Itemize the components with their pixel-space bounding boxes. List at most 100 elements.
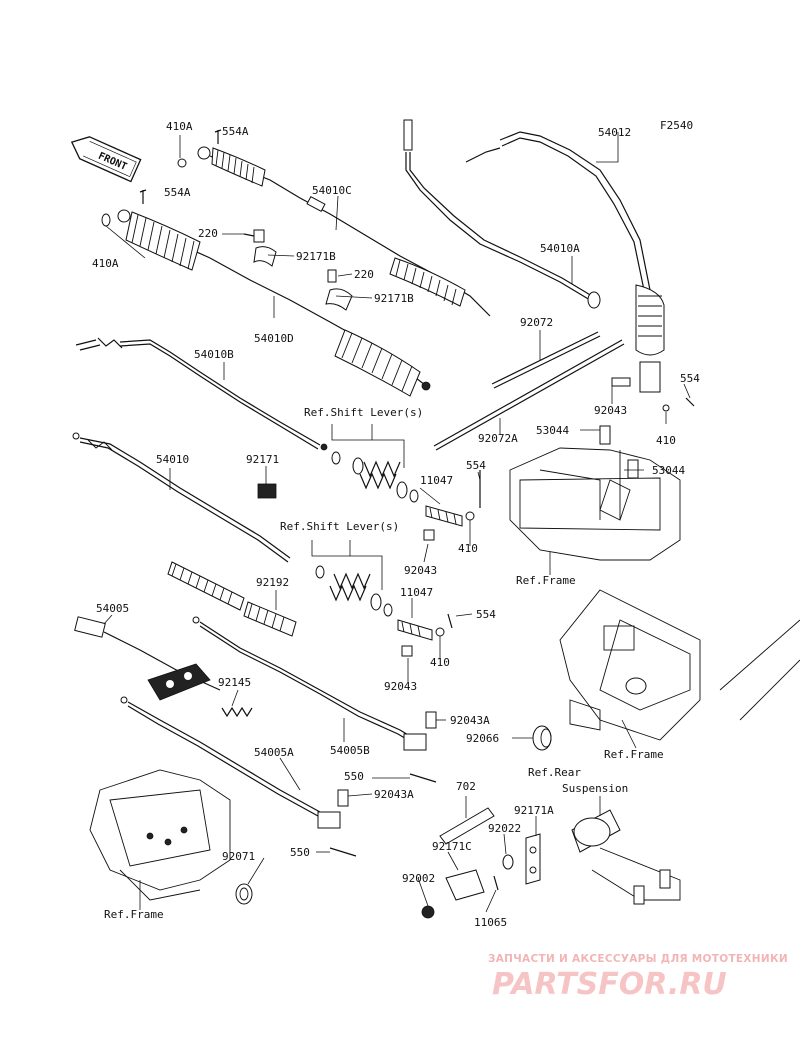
label-92072: 92072 bbox=[520, 316, 553, 329]
label-410A-2: 410A bbox=[92, 257, 119, 270]
label-11065: 11065 bbox=[474, 916, 507, 929]
pin-554A-top bbox=[214, 129, 222, 144]
label-54010: 54010 bbox=[156, 453, 189, 466]
bolt-92043A-upper bbox=[425, 711, 437, 729]
ref-rear-suspension-line1: Ref.Rear bbox=[528, 766, 581, 779]
leader-lines bbox=[103, 132, 691, 913]
label-54010A: 54010A bbox=[540, 242, 580, 255]
label-410-1: 410 bbox=[656, 434, 676, 447]
bolt-92043A-lower bbox=[337, 789, 349, 807]
label-92071: 92071 bbox=[222, 850, 255, 863]
cable-54010C bbox=[197, 146, 491, 317]
label-92171B-1: 92171B bbox=[296, 250, 336, 263]
bolt-220-top bbox=[243, 229, 265, 243]
frame-upper-right bbox=[509, 425, 681, 561]
bracket-54005 bbox=[147, 663, 211, 701]
rod-92072A bbox=[433, 339, 625, 451]
washer-92022 bbox=[502, 854, 514, 870]
pin-550-upper bbox=[409, 773, 437, 783]
label-554A-1: 554A bbox=[222, 125, 249, 138]
cable-54010B bbox=[75, 337, 328, 451]
label-53044-2: 53044 bbox=[652, 464, 685, 477]
label-410A-1: 410A bbox=[166, 120, 193, 133]
label-92171B-2: 92171B bbox=[374, 292, 414, 305]
label-54005A: 54005A bbox=[254, 746, 294, 759]
label-11047-1: 11047 bbox=[420, 474, 453, 487]
washer-410A-left bbox=[101, 213, 111, 227]
ref-frame-1: Ref.Frame bbox=[516, 574, 576, 587]
bolt-92043-lower bbox=[401, 645, 413, 657]
label-92145: 92145 bbox=[218, 676, 251, 689]
pin-550-lower bbox=[329, 847, 357, 857]
label-92171A: 92171A bbox=[514, 804, 554, 817]
label-54012: 54012 bbox=[598, 126, 631, 139]
ref-shift-lever-1: Ref.Shift Lever(s) bbox=[304, 406, 423, 419]
label-554A-2: 554A bbox=[164, 186, 191, 199]
label-53044-1: 53044 bbox=[536, 424, 569, 437]
clamp-92171B-mid bbox=[325, 288, 353, 311]
bolt-92043-upper bbox=[423, 529, 435, 541]
ref-rear-suspension-line2: Suspension bbox=[562, 782, 628, 795]
label-92066: 92066 bbox=[466, 732, 499, 745]
cap-92066 bbox=[532, 725, 552, 751]
label-54005: 54005 bbox=[96, 602, 129, 615]
bracket-92171A bbox=[525, 833, 541, 885]
rear-suspension-arm bbox=[571, 809, 681, 905]
label-550-1: 550 bbox=[344, 770, 364, 783]
label-54010C: 54010C bbox=[312, 184, 352, 197]
pin-554A-mid bbox=[139, 189, 147, 204]
frame-lower-left bbox=[89, 769, 231, 901]
cable-54005B bbox=[192, 616, 427, 751]
springs-upper bbox=[331, 451, 419, 503]
label-92002: 92002 bbox=[402, 872, 435, 885]
ref-frame-2: Ref.Frame bbox=[604, 748, 664, 761]
label-92192: 92192 bbox=[256, 576, 289, 589]
label-702: 702 bbox=[456, 780, 476, 793]
label-220-2: 220 bbox=[354, 268, 374, 281]
ref-shift-lever-2: Ref.Shift Lever(s) bbox=[280, 520, 399, 533]
label-554-1: 554 bbox=[680, 372, 700, 385]
watermark-logo: PARTSFOR.RU bbox=[492, 967, 727, 1002]
front-arrow-icon: FRONT bbox=[70, 136, 142, 183]
bracket-92171C bbox=[445, 869, 485, 901]
label-92043A-1: 92043A bbox=[450, 714, 490, 727]
clip-92171 bbox=[257, 483, 277, 499]
label-554-2: 554 bbox=[466, 459, 486, 472]
label-11047-2: 11047 bbox=[400, 586, 433, 599]
cable-54010D bbox=[117, 209, 431, 397]
pin-554-lower bbox=[447, 613, 453, 629]
cable-54005A bbox=[120, 696, 341, 829]
clamp-92171B-top bbox=[253, 246, 277, 267]
label-554-3: 554 bbox=[476, 608, 496, 621]
label-92022: 92022 bbox=[488, 822, 521, 835]
pin-11065 bbox=[493, 875, 499, 891]
ref-frame-3: Ref.Frame bbox=[104, 908, 164, 921]
bracket-11047-lower bbox=[397, 619, 433, 641]
cable-54010 bbox=[72, 432, 291, 563]
label-92043-3: 92043 bbox=[384, 680, 417, 693]
label-92171: 92171 bbox=[246, 453, 279, 466]
rod-92072 bbox=[491, 331, 601, 389]
label-410-3: 410 bbox=[430, 656, 450, 669]
label-220-1: 220 bbox=[198, 227, 218, 240]
label-92043-1: 92043 bbox=[594, 404, 627, 417]
diagram-code: F2540 bbox=[660, 119, 693, 132]
label-92043-2: 92043 bbox=[404, 564, 437, 577]
label-54005B: 54005B bbox=[330, 744, 370, 757]
spring-92145 bbox=[221, 706, 253, 718]
label-92171C: 92171C bbox=[432, 840, 472, 853]
sleeve-702 bbox=[439, 807, 495, 845]
bolt-220-mid bbox=[327, 269, 337, 283]
label-54010D: 54010D bbox=[254, 332, 294, 345]
grommet-92071 bbox=[235, 883, 253, 905]
cable-54010A bbox=[403, 119, 601, 309]
boot-92192 bbox=[167, 561, 297, 637]
washer-410-lower bbox=[435, 627, 445, 637]
watermark-tagline: ЗАПЧАСТИ И АКСЕССУАРЫ ДЛЯ МОТОТЕХНИКИ bbox=[488, 953, 788, 965]
bracket-11047-upper bbox=[425, 505, 463, 527]
label-92072A: 92072A bbox=[478, 432, 518, 445]
cable-54012 bbox=[465, 131, 695, 412]
springs-lower bbox=[315, 565, 393, 617]
label-92043A-2: 92043A bbox=[374, 788, 414, 801]
